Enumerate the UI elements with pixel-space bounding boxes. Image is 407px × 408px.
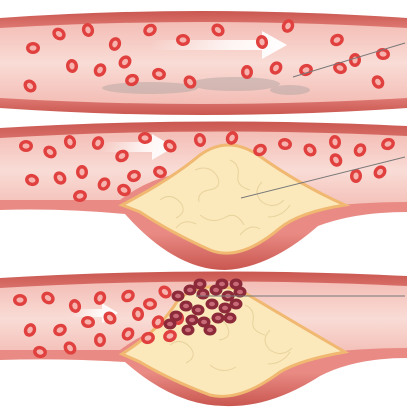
clot-cell [212, 313, 225, 324]
clot-cell [206, 299, 219, 310]
clot-cell [172, 291, 185, 302]
clot-cell [194, 279, 207, 290]
clot-cell [216, 279, 229, 290]
clot-cell [224, 313, 237, 324]
clot-cell [186, 315, 199, 326]
panel-normal-artery [0, 11, 407, 115]
panel-blocked-artery [0, 271, 407, 406]
clot-cell [197, 289, 210, 300]
clot-cell [182, 325, 195, 336]
red-blood-cell [19, 140, 33, 152]
clot-cell [230, 279, 243, 290]
red-blood-cell [26, 42, 40, 54]
clot-cell [180, 301, 193, 312]
clot-cell [164, 319, 177, 330]
clot-cell [230, 299, 243, 310]
red-blood-cell [13, 294, 27, 306]
panel-narrowed-artery [0, 121, 407, 270]
clot-cell [192, 305, 205, 316]
clot-cell [204, 325, 217, 336]
